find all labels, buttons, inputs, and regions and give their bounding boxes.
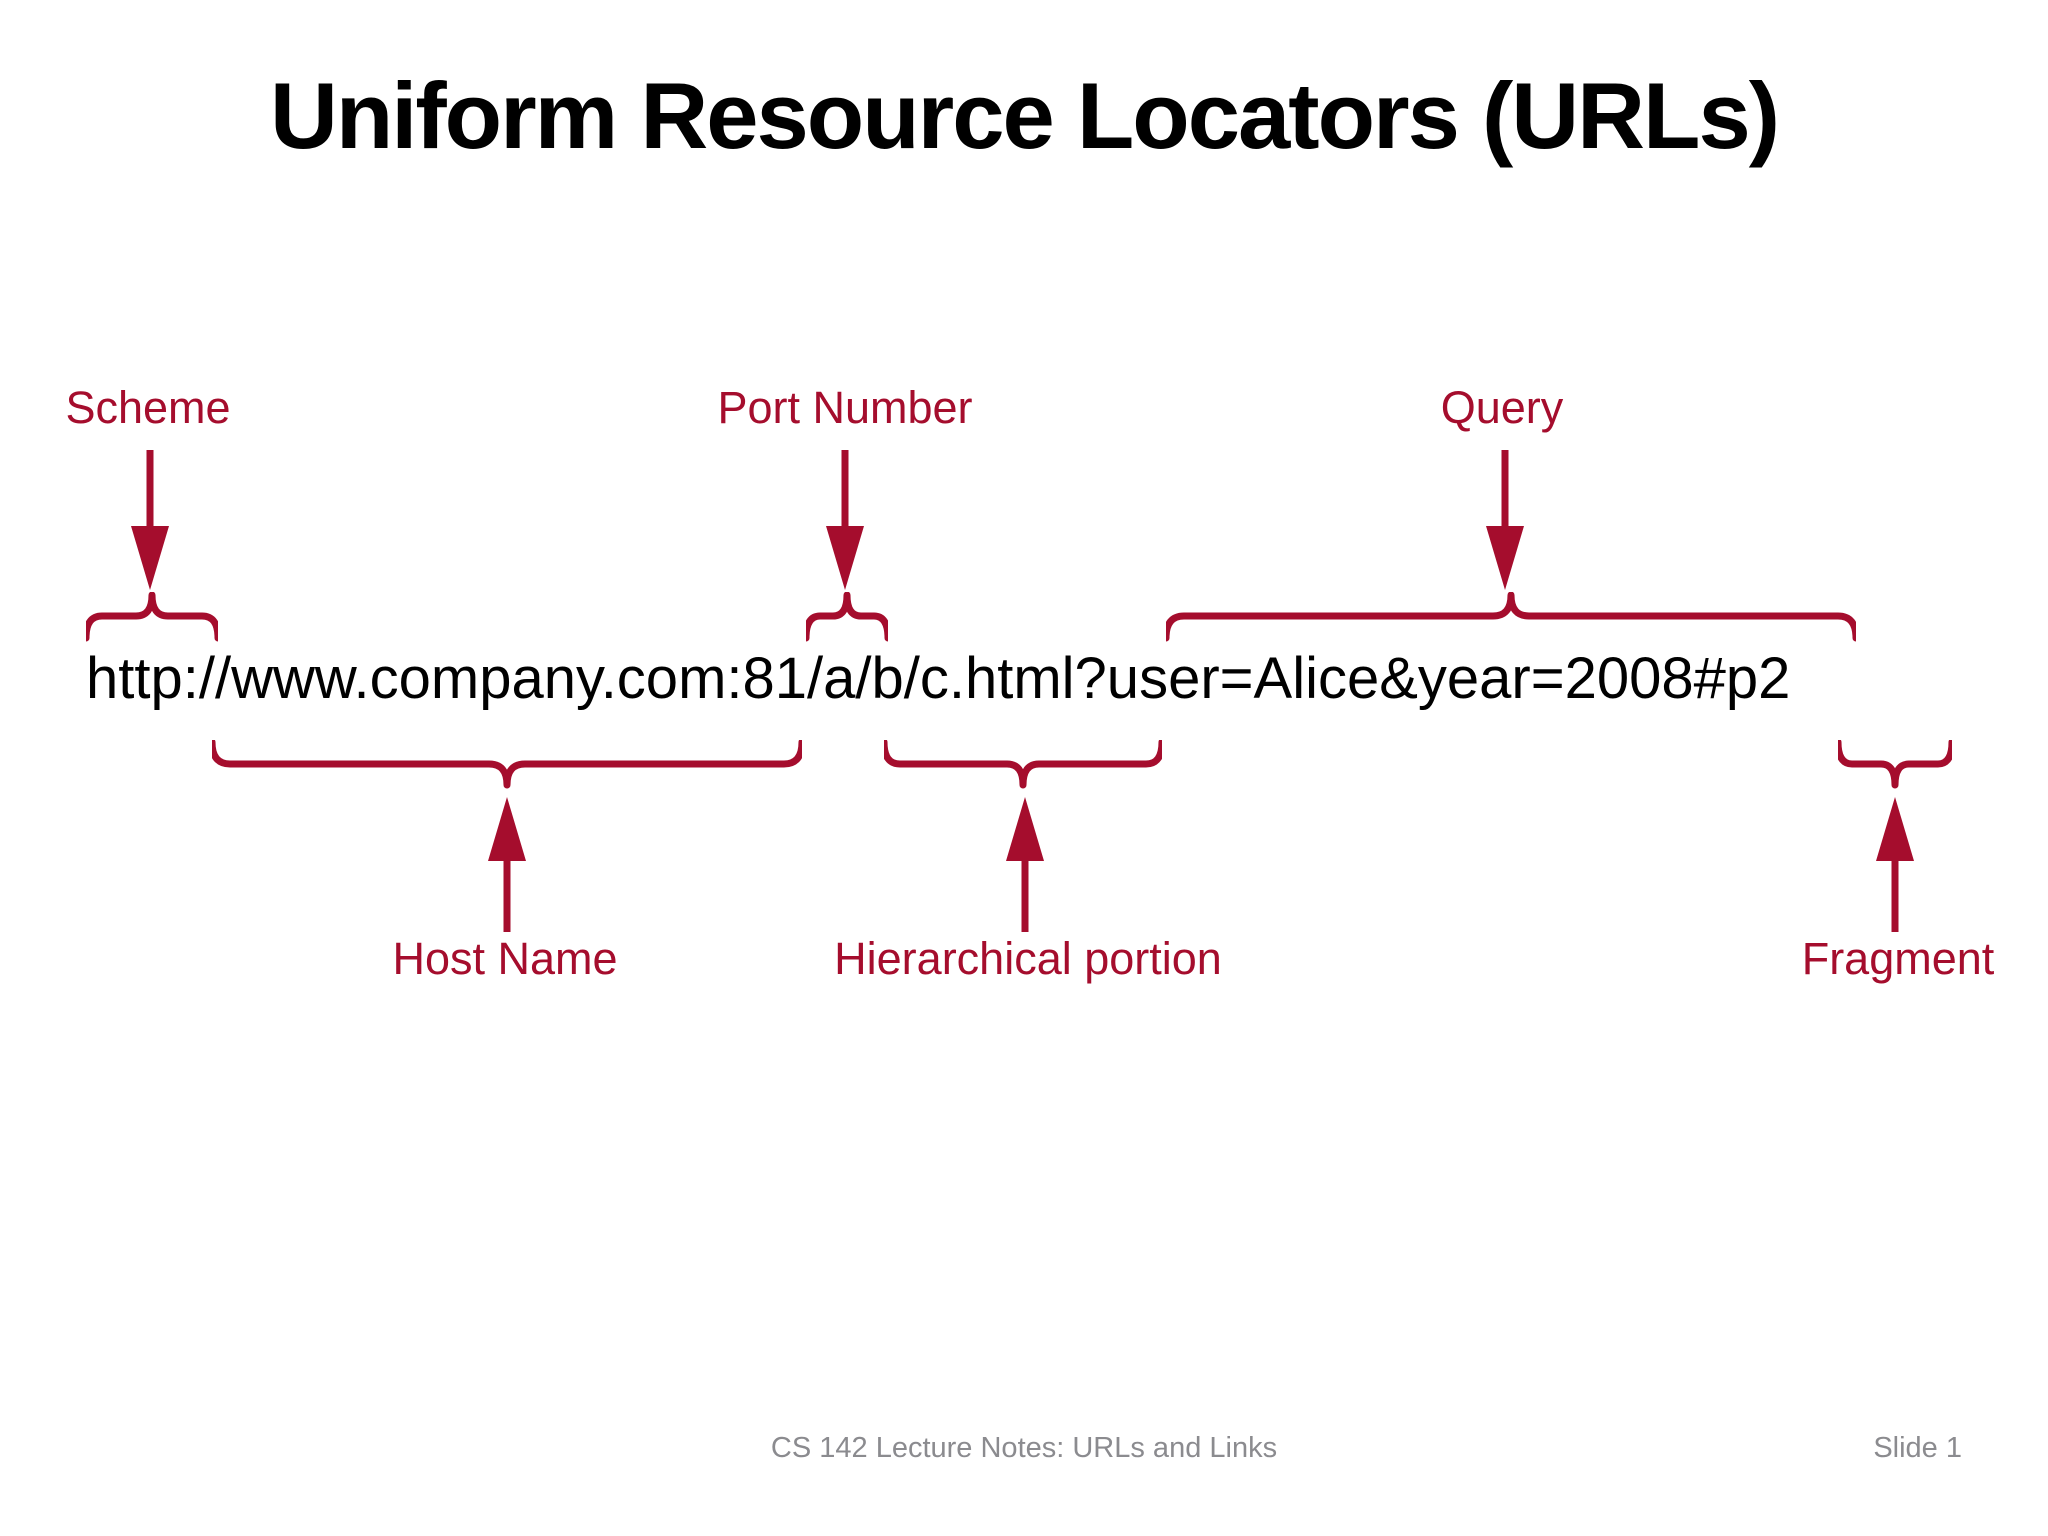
down-arrow-icon <box>1486 450 1524 590</box>
down-arrow-icon <box>826 450 864 590</box>
port-brace <box>806 592 888 642</box>
query-brace <box>1166 592 1856 642</box>
label-query: Query <box>1440 382 1564 433</box>
label-scheme: Scheme <box>65 382 231 433</box>
slide-title: Uniform Resource Locators (URLs) <box>269 63 1780 168</box>
url-example: http://www.company.com:81/a/b/c.html?use… <box>86 646 1791 711</box>
up-arrow-icon <box>1876 797 1914 932</box>
up-arrow-icon <box>1006 797 1044 932</box>
label-hierarchical-portion: Hierarchical portion <box>834 933 1222 984</box>
up-arrow-icon <box>488 797 526 932</box>
host-name-brace <box>212 740 802 789</box>
label-fragment: Fragment <box>1801 933 1995 984</box>
fragment-brace <box>1838 740 1952 789</box>
scheme-brace <box>86 592 218 642</box>
footer-lecture-notes: CS 142 Lecture Notes: URLs and Links <box>770 1432 1278 1464</box>
down-arrow-icon <box>131 450 169 590</box>
hierarchical-portion-brace <box>884 740 1162 789</box>
label-port-number: Port Number <box>717 382 973 433</box>
label-host-name: Host Name <box>392 933 618 984</box>
footer-slide-number: Slide 1 <box>1873 1432 1962 1464</box>
